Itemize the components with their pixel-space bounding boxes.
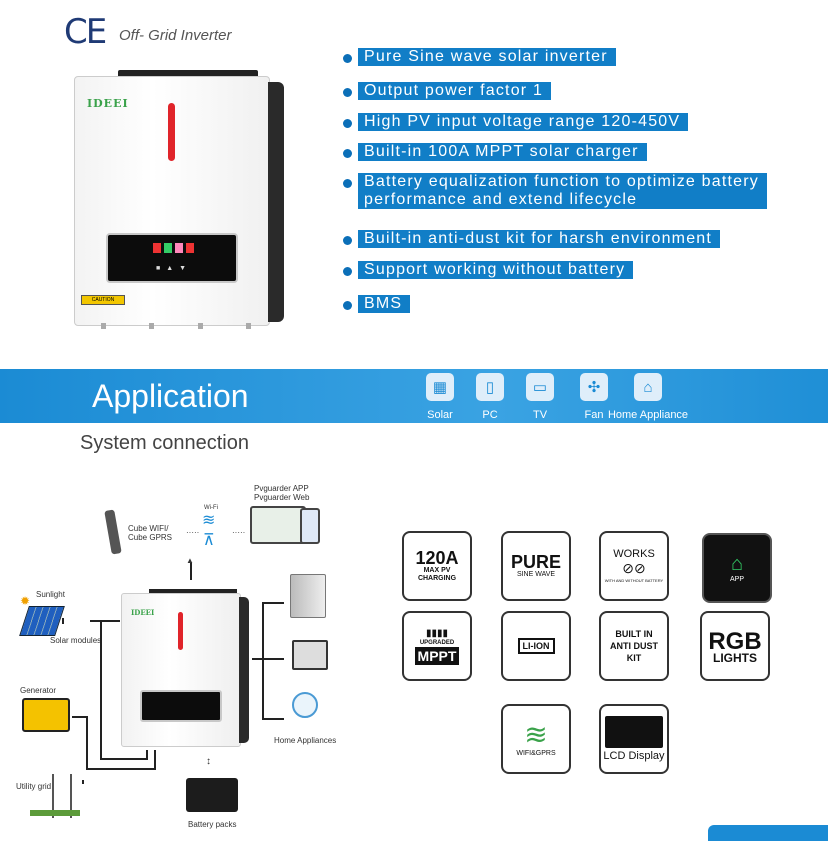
laptop-icon xyxy=(250,506,306,544)
feature-item: Support working without battery xyxy=(343,261,634,279)
tile-app: ⌂ APP xyxy=(702,533,772,603)
phone-icon xyxy=(300,508,320,544)
fan-icon xyxy=(292,692,318,718)
tile-li-ion: LI-ION xyxy=(501,611,571,681)
fridge-icon xyxy=(290,574,326,618)
chip-icon: ▮▮▮▮ xyxy=(425,627,448,639)
cube-gprs-label: Cube GPRS xyxy=(128,533,173,542)
tile-mppt: ▮▮▮▮ UPGRADED MPPT xyxy=(402,611,472,681)
pc-icon: ▯ xyxy=(476,373,504,401)
ce-mark: CE xyxy=(64,12,107,52)
brand-logo: IDEEI xyxy=(87,97,129,110)
arrow-updown-icon: ↕ xyxy=(206,756,211,767)
solar-modules-label: Solar modules xyxy=(50,636,102,645)
power-tower-icon xyxy=(52,774,72,818)
bullet-icon xyxy=(343,54,352,63)
bullet-icon xyxy=(343,301,352,310)
arrow-up-icon: ▲ xyxy=(186,556,194,565)
tile-rgb: RGB LIGHTS xyxy=(700,611,770,681)
inverter-diagram: IDEEI xyxy=(121,589,251,747)
feature-item: BMS xyxy=(343,295,411,313)
product-subtitle: Off- Grid Inverter xyxy=(119,27,232,44)
mounting-bracket xyxy=(118,70,258,78)
antenna-icon: ⊼ xyxy=(203,532,215,549)
brand-logo-small: IDEEI xyxy=(131,608,155,617)
fan-icon: ✣ xyxy=(580,373,608,401)
feature-item: Pure Sine wave solar inverter xyxy=(343,48,616,66)
tile-wifi: ≋ WIFI&GPRS xyxy=(501,704,571,774)
solar-panel-icon: ▦ xyxy=(426,373,454,401)
tv-icon: ▭ xyxy=(526,373,554,401)
utility-grid-label: Utility grid xyxy=(16,782,52,791)
app-item-solar: ▦ Solar xyxy=(422,373,458,421)
wifi-icon: ≋ xyxy=(524,719,548,750)
status-light-bar xyxy=(168,103,175,161)
lcd-screen-icon xyxy=(605,716,663,748)
system-connection-title: System connection xyxy=(80,432,249,454)
inverter-image: IDEEI ■▲▼ CAUTION xyxy=(74,70,288,329)
bullet-icon xyxy=(343,236,352,245)
app-item-home: ⌂ Home Appliance xyxy=(608,373,688,421)
wifi-dongle-icon xyxy=(104,509,122,555)
feature-item: Battery equalization function to optimiz… xyxy=(343,173,767,209)
battery-icon xyxy=(186,778,238,812)
bullet-icon xyxy=(343,119,352,128)
sun-icon: ✹ xyxy=(20,594,31,608)
tile-works: WORKS ⊘⊘ WITH AND WITHOUT BATTERY xyxy=(599,531,669,601)
generator-icon xyxy=(22,698,70,732)
battery-packs-label: Battery packs xyxy=(188,820,237,829)
application-banner: Application ▦ Solar ▯ PC ▭ TV ✣ Fan ⌂ Ho… xyxy=(0,369,828,423)
feature-item: High PV input voltage range 120-450V xyxy=(343,113,689,131)
app-item-tv: ▭ TV xyxy=(522,373,558,421)
inverter-body: IDEEI ■▲▼ CAUTION xyxy=(74,76,270,329)
tile-lcd: LCD Display xyxy=(599,704,669,774)
app-item-fan: ✣ Fan xyxy=(576,373,612,421)
bullet-icon xyxy=(343,267,352,276)
wifi-icon: ≋ xyxy=(202,512,216,529)
sunlight-label: Sunlight xyxy=(36,590,65,599)
generator-label: Generator xyxy=(20,686,57,695)
web-label: Pvguarder Web xyxy=(254,493,310,502)
bullet-icon xyxy=(343,149,352,158)
computer-icon xyxy=(292,640,328,670)
feature-item: Built-in 100A MPPT solar charger xyxy=(343,143,647,161)
wifi-small-label: Wi-Fi xyxy=(204,505,218,511)
application-title: Application xyxy=(92,378,249,414)
heat-sink xyxy=(268,82,284,322)
inverter-ports xyxy=(101,323,251,329)
tile-pure-sine: PURE SINE WAVE xyxy=(501,531,571,601)
app-screen-icon: ⌂ xyxy=(730,552,744,575)
home-icon: ⌂ xyxy=(634,373,662,401)
app-label: Pvguarder APP xyxy=(254,484,309,493)
battery-ban-icon: ⊘⊘ xyxy=(622,559,646,576)
lcd-panel: ■▲▼ xyxy=(106,233,238,283)
caution-label: CAUTION xyxy=(81,295,125,305)
feature-item: Built-in anti-dust kit for harsh environ… xyxy=(343,230,721,248)
corner-banner xyxy=(708,825,828,841)
tile-max-pv: 120A MAX PV CHARGING xyxy=(402,531,472,601)
tile-anti-dust: BUILT IN ANTI DUST KIT xyxy=(599,611,669,681)
solar-panel-icon xyxy=(19,606,65,636)
app-item-pc: ▯ PC xyxy=(472,373,508,421)
cube-wifi-label: Cube WIFI/ xyxy=(128,524,169,533)
bullet-icon xyxy=(343,179,352,188)
system-diagram: Pvguarder APP Pvguarder Web ····· Wi-Fi … xyxy=(16,484,337,829)
home-appliances-label: Home Appliances xyxy=(274,736,337,745)
bullet-icon xyxy=(343,88,352,97)
feature-item: Output power factor 1 xyxy=(343,82,552,100)
